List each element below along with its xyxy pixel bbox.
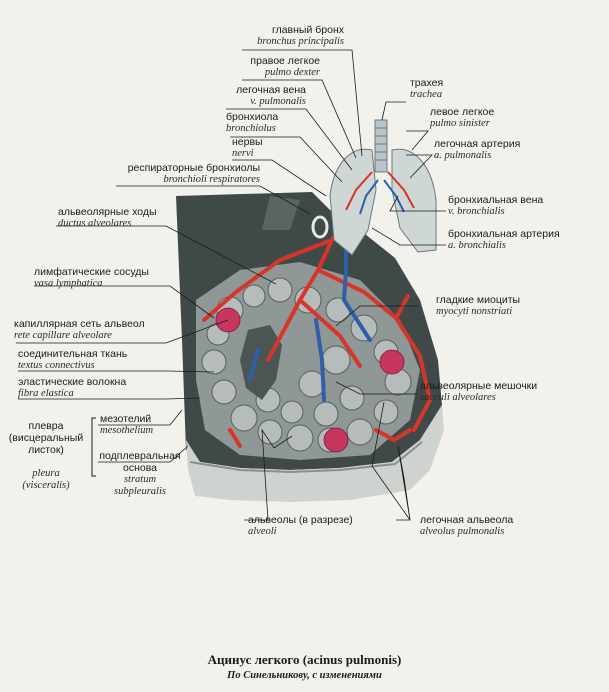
label-la: vasa lymphatica	[34, 278, 103, 289]
label-respiratory-bronchioles: респираторные бронхиолы bronchioli respi…	[104, 162, 260, 186]
caption-title: Ацинус легкого (acinus pulmonis)	[207, 652, 402, 667]
label-smooth-myocytes: гладкие миоциты myocyti nonstriati	[436, 294, 520, 318]
label-la: rete capillare alveolare	[14, 330, 112, 341]
label-main-bronchus: главный бронх bronchus principalis	[232, 24, 344, 48]
label-ru: лимфатические сосуды	[34, 266, 149, 278]
label-ru: эластические волокна	[18, 376, 127, 388]
label-pulmonary-artery: легочная артерия a. pulmonalis	[434, 138, 520, 162]
label-la: stratum subpleuralis	[114, 474, 166, 497]
label-la: alveolus pulmonalis	[420, 526, 505, 537]
figure-caption: Ацинус легкого (acinus pulmonis) По Сине…	[0, 652, 609, 681]
label-alveoli-section: альвеолы (в разрезе) alveoli	[248, 514, 353, 538]
label-ru: подплевральная основа	[99, 450, 181, 474]
label-ru: нервы	[232, 136, 263, 148]
label-la: pulmo dexter	[264, 67, 320, 78]
label-ru: альвеолы (в разрезе)	[248, 514, 353, 526]
label-ru: главный бронх	[271, 24, 344, 36]
label-ru: легочная альвеола	[420, 514, 514, 526]
label-la: alveoli	[248, 526, 277, 537]
label-la: v. bronchialis	[448, 206, 505, 217]
label-la: ductus alveolares	[58, 218, 132, 229]
label-la: nervi	[232, 148, 254, 159]
label-la: a. pulmonalis	[434, 150, 492, 161]
label-la: a. bronchialis	[448, 240, 506, 251]
lungs-thumbnail	[329, 119, 437, 256]
label-ru: альвеолярные мешочки	[420, 380, 538, 392]
label-alveolar-sacs: альвеолярные мешочки sacculi alveolares	[420, 380, 537, 404]
label-ru: правое легкое	[250, 55, 320, 67]
caption-source: По Синельникову, с изменениями	[227, 670, 382, 681]
label-nerves: нервы nervi	[232, 136, 263, 160]
label-ru: бронхиальная артерия	[448, 228, 560, 240]
label-connective-tissue: соединительная ткань textus connectivus	[18, 348, 127, 372]
label-trachea: трахея trachea	[410, 77, 443, 101]
label-ru: капиллярная сеть альвеол	[14, 318, 145, 330]
label-ru: альвеолярные ходы	[58, 206, 157, 218]
label-la: myocyti nonstriati	[436, 306, 513, 317]
label-ru: легочная вена	[236, 84, 306, 96]
label-ru: бронхиальная вена	[448, 194, 544, 206]
label-ru: гладкие миоциты	[436, 294, 521, 306]
label-la: bronchiolus	[226, 123, 276, 134]
label-elastic-fibers: эластические волокна fibra elastica	[18, 376, 126, 400]
label-la: v. pulmonalis	[250, 96, 306, 107]
label-alveolar-ducts: альвеолярные ходы ductus alveolares	[58, 206, 157, 230]
label-pulmonary-alveolus: легочная альвеола alveolus pulmonalis	[420, 514, 513, 538]
label-lymphatic-vessels: лимфатические сосуды vasa lymphatica	[34, 266, 149, 290]
label-subpleural-base: подплевральная основа stratum subpleural…	[96, 450, 184, 498]
label-ru: соединительная ткань	[18, 348, 128, 360]
label-bronchiole: бронхиола bronchiolus	[226, 111, 278, 135]
label-ru: легочная артерия	[434, 138, 521, 150]
lung-section-block	[176, 192, 444, 502]
label-la: sacculi alveolares	[420, 392, 496, 403]
label-la: mesothelium	[100, 425, 154, 436]
label-ru: бронхиола	[226, 111, 279, 123]
label-ru: левое легкое	[430, 106, 495, 118]
label-mesothelium: мезотелий mesothelium	[100, 413, 153, 437]
label-la: bronchioli respiratores	[163, 174, 260, 185]
label-ru: плевра (висцеральный листок)	[8, 420, 84, 456]
label-left-lung: левое легкое pulmo sinister	[430, 106, 494, 130]
label-ru: мезотелий	[100, 413, 152, 425]
label-bronchial-vein: бронхиальная вена v. bronchialis	[448, 194, 543, 218]
label-bronchial-artery: бронхиальная артерия a. bronchialis	[448, 228, 560, 252]
label-la: fibra elastica	[18, 388, 74, 399]
label-la: bronchus principalis	[257, 36, 344, 47]
label-la: textus connectivus	[18, 360, 95, 371]
label-la: pulmo sinister	[430, 118, 490, 129]
label-ru: трахея	[410, 77, 444, 89]
label-la: trachea	[410, 89, 443, 100]
label-pleura: плевра (висцеральный листок) pleura (vis…	[2, 408, 90, 504]
label-pulmonary-vein: легочная вена v. pulmonalis	[216, 84, 306, 108]
label-capillary-network: капиллярная сеть альвеол rete capillare …	[14, 318, 145, 342]
label-right-lung: правое легкое pulmo dexter	[232, 55, 320, 79]
leader-lines	[16, 49, 446, 521]
label-ru: респираторные бронхиолы	[127, 162, 260, 174]
label-la: pleura (visceralis)	[22, 468, 70, 491]
